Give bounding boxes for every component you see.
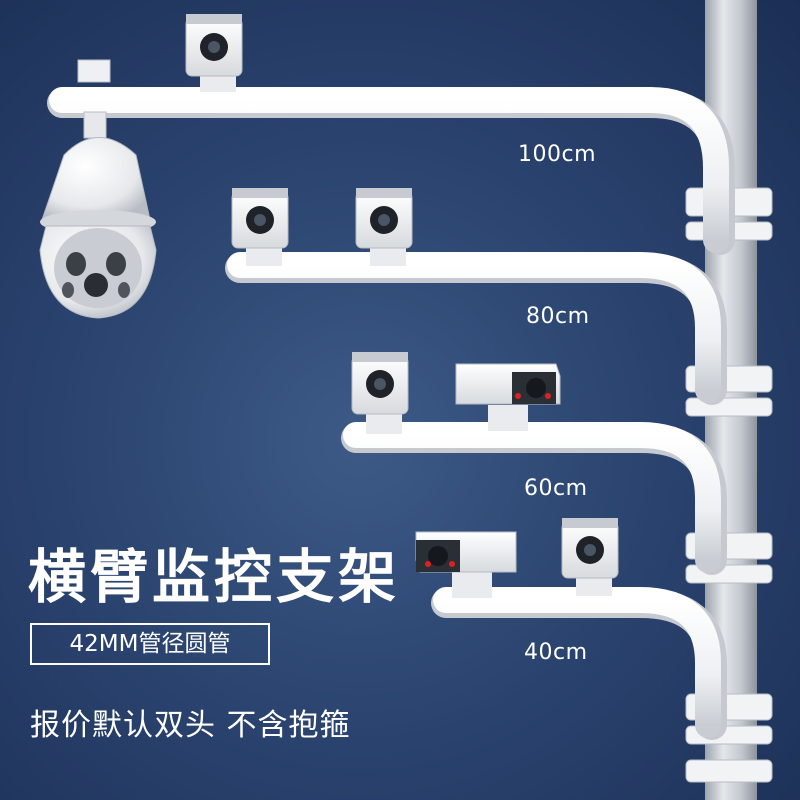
ptz-dome-camera (39, 59, 157, 319)
headline: 横臂监控支架 (28, 543, 401, 611)
arm-length-label: 100cm (518, 142, 597, 167)
box-camera-1 (185, 14, 243, 92)
arm-60cm (341, 422, 727, 575)
arm-80cm (225, 252, 727, 405)
arm-length-label: 80cm (526, 304, 590, 329)
arm-40cm (431, 587, 727, 740)
box-camera-2 (231, 188, 289, 266)
arm-length-label: 60cm (524, 476, 588, 501)
box-camera-5 (561, 518, 619, 596)
arm-length-label: 40cm (524, 640, 588, 665)
bullet-camera-2 (415, 531, 517, 598)
bullet-camera-1 (455, 363, 561, 431)
spec-badge: 42MM管径圆管 (30, 623, 270, 665)
pricing-note: 报价默认双头 不含抱箍 (30, 708, 351, 743)
box-camera-3 (355, 188, 413, 266)
box-camera-4 (351, 352, 409, 434)
arm-100cm (47, 87, 735, 255)
